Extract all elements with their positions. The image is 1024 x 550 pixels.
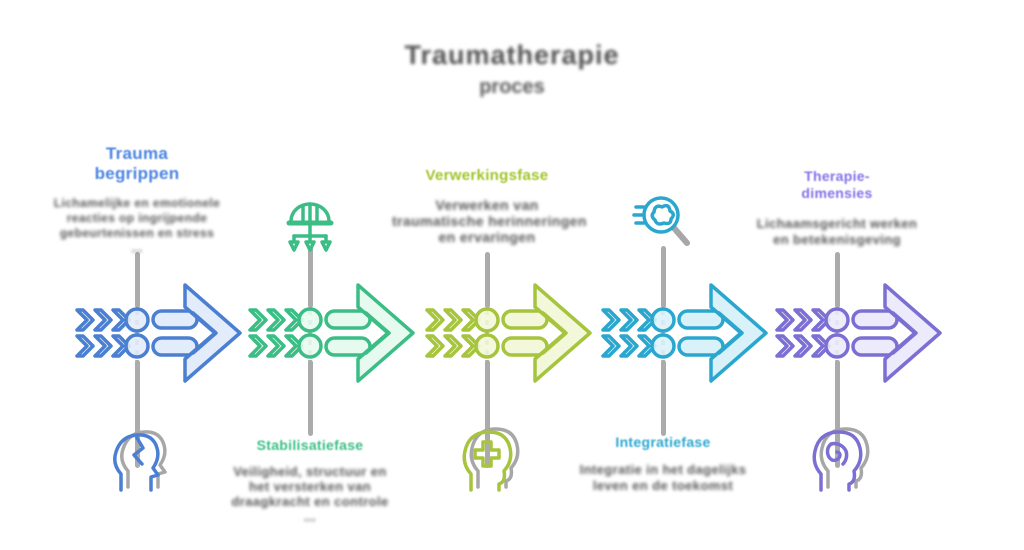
heading-line: Therapie- <box>804 168 870 184</box>
connector-line <box>834 360 840 468</box>
flow-arrow <box>423 278 595 390</box>
heading-line: Integratiefase <box>615 434 711 450</box>
description-line: Lichamelijke en emotionele <box>53 196 221 210</box>
heading-line: Trauma <box>105 144 169 163</box>
flow-arrow <box>773 278 945 390</box>
diagram-title: Traumatherapie <box>404 40 620 70</box>
description-line: Lichaamsgericht werken <box>756 216 918 231</box>
head-profile-icon <box>107 428 167 498</box>
connector-line <box>134 360 140 468</box>
flow-arrow-graphic <box>75 283 242 383</box>
heading-line: Verwerkingsfase <box>425 167 549 184</box>
description-line: en ervaringen <box>438 229 536 245</box>
connector-line <box>307 246 313 308</box>
connector-line <box>484 360 490 468</box>
flow-arrow-graphic <box>775 283 942 383</box>
description-line: Veiligheid, structuur en <box>233 464 387 479</box>
connector-line <box>834 252 840 308</box>
head-spiral-icon <box>807 424 870 494</box>
connector-line <box>660 360 666 436</box>
diagram-subtitle: proces <box>479 76 545 98</box>
flow-arrow-graphic <box>425 283 592 383</box>
description-line: reacties op ingrijpende <box>66 211 208 225</box>
phase-heading: Verwerkingsfase <box>397 167 577 185</box>
description-line: gebeurtenissen en stress <box>59 226 215 240</box>
description-line: ... <box>131 241 143 255</box>
phase-heading: Therapie-dimensies <box>747 168 927 201</box>
phase-heading: Stabilisatiefase <box>220 437 400 454</box>
description-line: traumatische herinneringen <box>392 213 587 229</box>
description-line: Integratie in het dagelijks <box>579 462 747 477</box>
heading-line: begrippen <box>94 164 180 184</box>
magnifier-brain-icon <box>632 190 693 260</box>
connector-line <box>307 360 313 436</box>
description-line: draagkracht en controle <box>231 494 389 509</box>
flow-arrow <box>73 278 245 390</box>
flow-arrow-graphic <box>601 283 768 383</box>
phase-heading: Integratiefase <box>573 434 753 451</box>
flow-arrow <box>246 278 418 390</box>
heading-line: Stabilisatiefase <box>256 437 364 453</box>
description-line: en betekenisgeving <box>773 232 901 247</box>
description-line: Verwerken van <box>435 197 539 213</box>
connector-line <box>484 252 490 308</box>
description-line: ... <box>303 509 317 524</box>
connector-line <box>660 246 666 308</box>
description-line: leven en de toekomst <box>592 478 734 493</box>
heading-line: dimensies <box>801 184 873 201</box>
flow-arrow <box>599 278 771 390</box>
description-line: het versterken van <box>248 479 372 494</box>
flow-arrow-graphic <box>248 283 415 383</box>
tree-hierarchy-icon <box>280 190 340 260</box>
connector-line <box>134 252 140 308</box>
head-cross-icon <box>457 424 520 494</box>
